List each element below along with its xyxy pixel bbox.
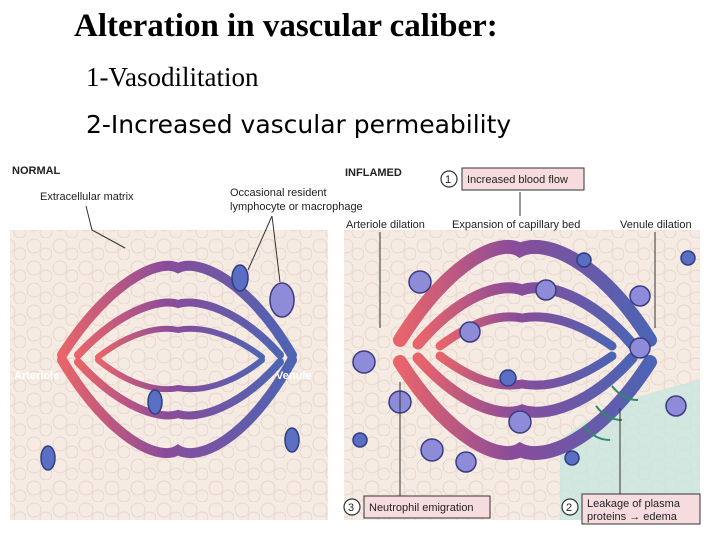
normal-capillary-bottom-outer [57, 355, 297, 458]
resident-cell-label-1: Occasional resident [230, 187, 327, 199]
callout-1-box [461, 167, 585, 191]
callout-3-number: 3 [348, 502, 354, 514]
callout-3-box [363, 495, 491, 519]
matrix-leader-line [85, 205, 126, 249]
extracellular-matrix-label: Extracellular matrix [40, 191, 134, 203]
inflamed-capillary-bottom-mid [412, 352, 638, 418]
resident-leader-line-2 [271, 215, 281, 283]
normal-tissue-background [10, 230, 328, 520]
inflamed-lymphocytes [352, 250, 696, 466]
inflamed-heading: INFLAMED [345, 167, 402, 179]
edema-region [560, 380, 700, 520]
venule-dilation-label: Venule dilation [620, 219, 692, 231]
normal-capillary-top-inner [95, 325, 265, 360]
normal-arteriole-label: Arteriole [14, 370, 59, 382]
neutrophils [352, 270, 687, 473]
inflamed-capillary-top-mid [412, 282, 638, 350]
normal-venule-label: Venule [276, 370, 311, 382]
inflamed-capillary-bottom-inner [435, 351, 617, 390]
normal-heading: NORMAL [12, 165, 61, 177]
normal-capillary-bottom-inner [95, 357, 265, 393]
arteriole-dilation-label: Arteriole dilation [346, 219, 425, 231]
callout-2-number: 2 [566, 502, 572, 514]
normal-capillary-top-mid [74, 298, 284, 359]
callout-1-number: 1 [445, 174, 451, 186]
resident-cell-label-2: lymphocyte or macrophage [230, 201, 363, 213]
callout-3-number-badge [343, 498, 361, 516]
normal-capillary-network [0, 260, 343, 458]
bullet-permeability: 2-Increased vascular permeability [86, 110, 512, 139]
callout-2-box [581, 493, 701, 525]
vascular-figure: NORMAL Extracellular matrix Occasional r… [0, 165, 720, 525]
normal-resident-cells [40, 264, 300, 471]
callout-1-text: Increased blood flow [467, 174, 568, 186]
inflamed-panel: INFLAMED 1 Increased blood flow Arteriol… [323, 167, 720, 525]
normal-capillary-top-outer [57, 260, 297, 360]
resident-leader-line-1 [247, 215, 273, 271]
capillary-expansion-label: Expansion of capillary bed [452, 219, 580, 231]
callout-2-text-line2: proteins → edema [587, 511, 678, 523]
callout-2-number-badge [561, 498, 579, 516]
callout-1-number-badge [440, 170, 458, 188]
slide-title: Alteration in vascular caliber: [74, 8, 498, 44]
normal-panel: NORMAL Extracellular matrix Occasional r… [0, 165, 363, 520]
callout-2-text-line1: Leakage of plasma [587, 498, 681, 510]
normal-capillary-bottom-mid [74, 358, 284, 420]
bullet-vasodilation: 1-Vasodilitation [86, 62, 259, 92]
callout-3-text: Neutrophil emigration [369, 502, 474, 514]
inflamed-capillary-bottom-outer [393, 355, 657, 460]
inflamed-capillary-top-outer [393, 240, 657, 347]
